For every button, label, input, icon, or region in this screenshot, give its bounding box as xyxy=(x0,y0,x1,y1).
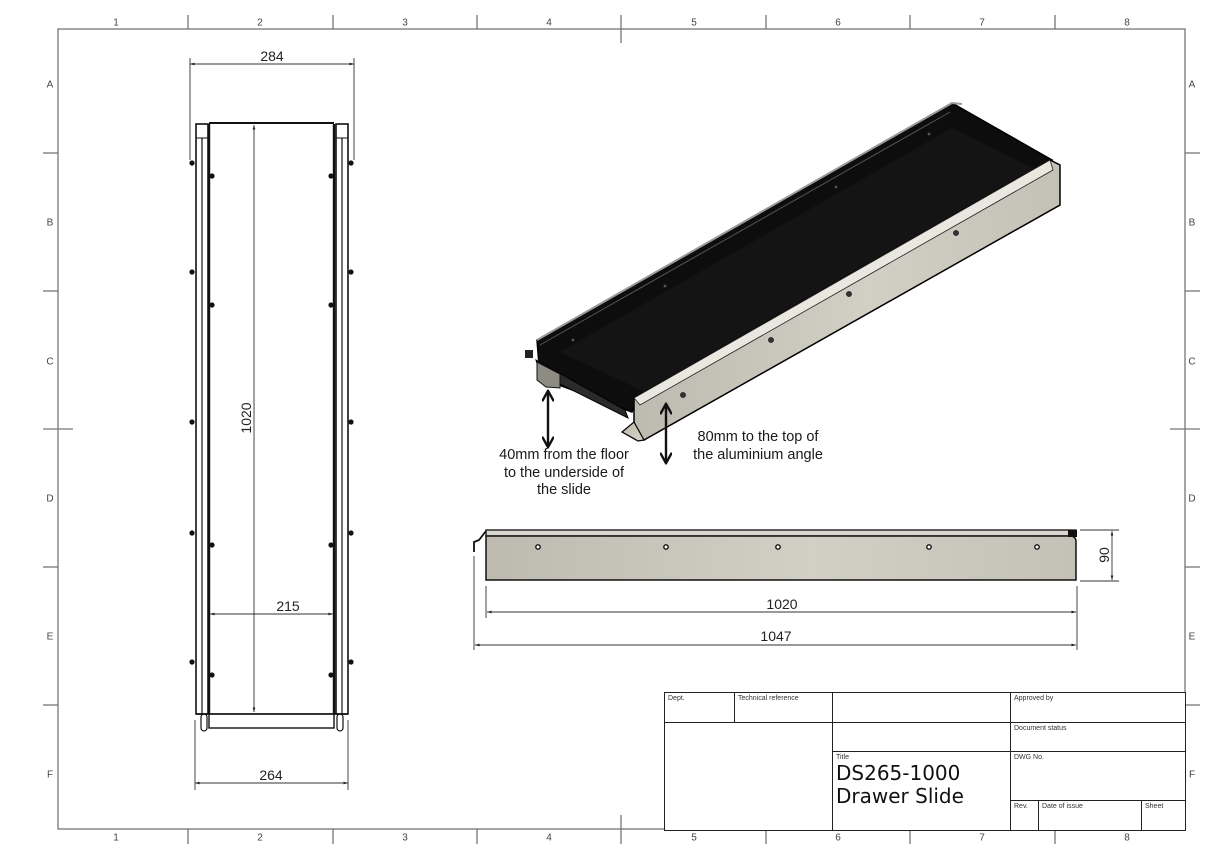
column-label: 5 xyxy=(691,17,697,29)
column-label: 2 xyxy=(257,832,263,844)
column-label: 1 xyxy=(113,17,119,29)
column-label: 1 xyxy=(113,832,119,844)
top-view xyxy=(189,122,354,732)
document-status-cell: Document status xyxy=(1011,723,1185,752)
dimension-height: 90 xyxy=(1096,547,1112,563)
column-label: 3 xyxy=(402,832,408,844)
note-line: the slide xyxy=(536,482,591,498)
column-label: 6 xyxy=(835,17,841,29)
column-label: 2 xyxy=(257,17,263,29)
dept-cell: Dept. xyxy=(665,693,735,723)
dwg-no-label: DWG No. xyxy=(1014,754,1044,761)
row-label: C xyxy=(1188,356,1196,368)
row-label: B xyxy=(46,217,54,229)
column-label: 3 xyxy=(402,17,408,29)
column-label: 4 xyxy=(546,832,552,844)
row-label: A xyxy=(1188,79,1196,91)
row-label: D xyxy=(46,493,54,505)
iso-view xyxy=(525,101,1061,462)
row-label: E xyxy=(46,631,54,643)
side-view-dimensions xyxy=(473,529,1119,650)
row-label: B xyxy=(1188,217,1196,229)
note-line: 40mm from the floor xyxy=(499,447,629,463)
dimension-overall-length: 1047 xyxy=(760,628,792,644)
rev-cell: Rev. xyxy=(1011,801,1039,830)
column-label: 8 xyxy=(1124,17,1130,29)
title-block: Dept. Technical reference Approved by Do… xyxy=(664,692,1186,831)
tech-ref-label: Technical reference xyxy=(738,695,799,702)
drawing-name: Drawer Slide xyxy=(836,784,964,808)
row-label: F xyxy=(1188,769,1196,781)
sheet-frame xyxy=(43,15,1200,844)
row-label: D xyxy=(1188,493,1196,505)
tech-ref-cell: Technical reference xyxy=(735,693,833,723)
dept-label: Dept. xyxy=(668,695,685,702)
note-line: to the underside of xyxy=(503,464,625,481)
column-label: 4 xyxy=(546,17,552,29)
column-label: 7 xyxy=(979,832,985,844)
column-label: 7 xyxy=(979,17,985,29)
blank-cell xyxy=(833,723,1011,752)
blank-cell xyxy=(833,693,1011,723)
date-of-issue-label: Date of issue xyxy=(1042,803,1083,810)
dwg-no-cell: DWG No. xyxy=(1011,752,1185,801)
row-label: F xyxy=(46,769,54,781)
rev-label: Rev. xyxy=(1014,803,1028,810)
note-angle-height: 80mm to the top of the aluminium angle xyxy=(684,429,832,464)
date-of-issue-cell: Date of issue xyxy=(1039,801,1142,830)
row-label: A xyxy=(46,79,54,91)
dimension-base-width: 264 xyxy=(259,767,283,783)
row-label: E xyxy=(1188,631,1196,643)
dimension-overall-width: 284 xyxy=(260,48,284,64)
drawing-number: DS265-1000 xyxy=(836,761,961,785)
note-floor-clearance: 40mm from the floor to the underside of … xyxy=(484,447,644,500)
document-status-label: Document status xyxy=(1014,725,1067,732)
sheet-cell: Sheet xyxy=(1142,801,1185,830)
row-label: C xyxy=(46,356,54,368)
title-cell: Title DS265-1000 Drawer Slide xyxy=(833,752,1011,830)
sheet-label: Sheet xyxy=(1145,803,1164,810)
note-line: the aluminium angle xyxy=(693,446,823,463)
blank-cell xyxy=(665,723,833,830)
title-label: Title xyxy=(836,754,849,761)
note-line: 80mm to the top of xyxy=(697,429,819,445)
top-view-dimensions xyxy=(189,58,355,790)
approved-by-cell: Approved by xyxy=(1011,693,1185,723)
dimension-inner-width: 215 xyxy=(276,598,300,614)
column-label: 5 xyxy=(691,832,697,844)
column-label: 8 xyxy=(1124,832,1130,844)
dimension-length: 1020 xyxy=(238,402,254,434)
approved-by-label: Approved by xyxy=(1014,695,1054,702)
side-view xyxy=(473,529,1077,581)
column-label: 6 xyxy=(835,832,841,844)
dimension-angle-length: 1020 xyxy=(766,596,798,612)
drawing-title: DS265-1000 Drawer Slide xyxy=(836,762,964,808)
